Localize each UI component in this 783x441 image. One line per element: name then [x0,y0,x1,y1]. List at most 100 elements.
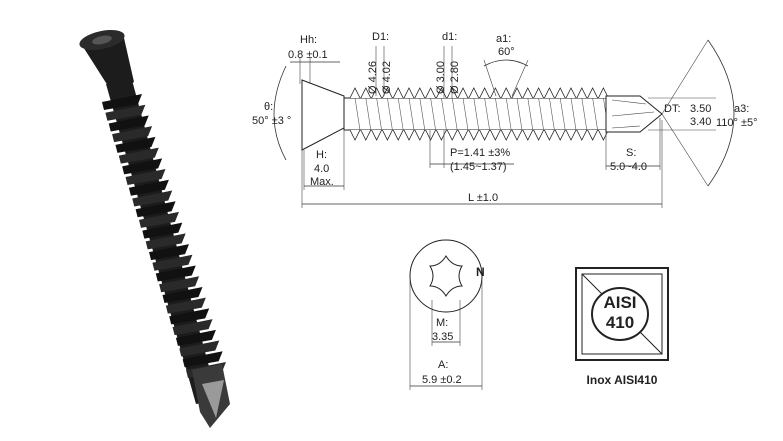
l-label: L ±1.0 [468,192,498,204]
thread-ridge [142,222,183,239]
thread-flank [397,97,404,131]
thread-crest-top [371,87,382,99]
thread-flank [527,97,534,131]
badge-line1: AISI [603,293,636,312]
head-top-view: N M: 3.35 A: 5.9 ±0.2 [409,239,485,390]
badge-caption: Inox AISI410 [587,373,658,387]
a1-value: 60° [498,46,515,58]
thread-flank [408,97,415,131]
n-label: N [476,265,485,279]
dt-label: DT: [664,103,681,115]
screw-render [79,29,230,428]
screw-threads [102,94,226,378]
thread-ridge [155,265,196,282]
thread-flank [376,97,382,131]
thread-flank [549,97,555,131]
side-profile: Hh: 0.8 ±0.1 θ: 50° ±3 ° H: 4.0 Max. D1:… [252,31,758,208]
thread-ridge [162,286,203,303]
thread-crest-top [511,87,523,99]
thread-flank [354,97,361,131]
thread-ridge [118,147,159,164]
thread-crest-bottom [511,129,523,141]
thread-ridge [145,233,186,250]
thread-crest-bottom [522,129,534,141]
dt-value-a: 3.50 [690,103,711,115]
profile-head [301,79,345,151]
profile-threads [349,87,609,141]
a3-label: a3: [734,103,749,115]
thread-ridge [138,211,179,228]
thread-flank [462,97,469,131]
h-value: 4.0 [314,163,329,175]
thread-flank [451,97,458,131]
thread-crest-bottom [533,129,544,141]
thread-ridge [152,254,193,271]
thread-flank [559,97,566,131]
thread-ridge [115,136,156,153]
thread-ridge [182,351,223,368]
thread-crest-bottom [544,129,555,141]
d1-value-b: Ø 4.02 [381,61,393,94]
pitch-label: P=1.41 ±3% [450,147,510,159]
thread-ridge [165,297,206,314]
screw-tip-highlight [202,380,224,418]
thread-flank [581,97,588,131]
thread-crest-bottom [436,129,447,141]
hh-value: 0.8 ±0.1 [288,49,328,61]
thread-crest-top [392,87,404,99]
torx-recess-render [92,35,112,45]
thread-crest-bottom [587,129,598,141]
badge-line2: 410 [606,313,634,332]
thread-ridge [179,340,220,357]
thread-flank [538,97,544,131]
thread-ridge [128,179,169,196]
s-label: S: [626,147,636,159]
hh-label: Hh: [300,34,317,46]
thread-crest-bottom [490,129,501,141]
thread-crest-top [360,87,372,99]
theta-value: 50° ±3 ° [252,115,291,127]
m-label: M: [436,317,448,329]
thread-crest-top [544,87,555,99]
thread-ridge [175,329,216,346]
thread-crest-top [414,87,426,99]
thread-flank [592,97,598,131]
thread-crest-top [468,87,480,99]
thread-ridge [102,94,142,110]
thread-crest-bottom [371,129,382,141]
thread-ridge [169,308,210,325]
thread-crest-bottom [457,129,469,141]
thread-crest-bottom [576,129,588,141]
thread-flank [430,97,436,131]
thread-crest-bottom [446,129,458,141]
thread-crest-top [490,87,501,99]
a3-value: 110° ±5° [716,117,758,129]
aisi-badge: AISI 410 Inox AISI410 [575,267,669,387]
dt-value-b: 3.40 [690,116,711,128]
thread-ridge [159,276,200,293]
d1s-value-b: Ø 2.80 [449,61,461,94]
thread-crest-top [425,87,436,99]
thread-crest-bottom [554,129,566,141]
thread-crest-top [522,87,534,99]
h-suffix: Max. [310,176,334,188]
thread-crest-bottom [382,129,393,141]
thread-ridge [125,169,166,186]
thread-ridge [122,158,163,175]
pitch-range: (1.45~1.37) [450,161,507,173]
d1s-label: d1: [442,31,457,43]
thread-flank [505,97,512,131]
a1-label: a1: [496,33,511,45]
thread-crest-top [457,87,469,99]
thread-ridge [135,201,176,218]
d1-value-a: Ø 4.26 [367,61,379,94]
thread-flank [473,97,480,131]
thread-crest-bottom [479,129,490,141]
thread-crest-top [349,87,361,99]
thread-ridge [149,244,190,261]
h-label: H: [316,149,327,161]
thread-crest-bottom [349,129,361,141]
thread-crest-bottom [565,129,577,141]
a-value: 5.9 ±0.2 [422,374,462,386]
